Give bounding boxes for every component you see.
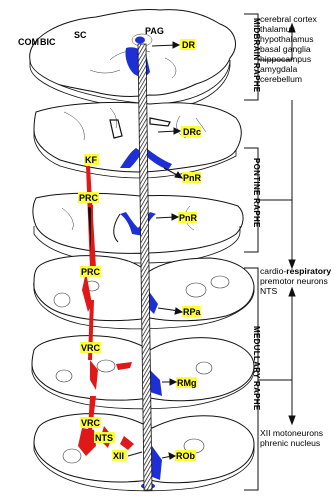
- sc-label: SC: [74, 30, 87, 40]
- target-item: cerebellum: [260, 74, 317, 84]
- target-item: phrenic nucleus: [260, 438, 323, 448]
- pnr-lower-label: PnR: [179, 213, 198, 223]
- drc-label: DRc: [183, 127, 201, 137]
- rmg-label: RMg: [177, 378, 197, 388]
- target-item: cerebral cortex: [260, 14, 317, 24]
- vrc-lower-label: VRC: [81, 418, 101, 428]
- kf-label: KF: [85, 155, 97, 165]
- projection-arrows: [258, 24, 295, 424]
- pons-rostral-section: [34, 102, 241, 178]
- prc-lower-label: PRC: [81, 267, 101, 277]
- target-item: hippocampus: [260, 54, 317, 64]
- target-item-cardiorespiratory: cardio-respiratory: [260, 266, 331, 276]
- pons-caudal-section: [33, 193, 243, 263]
- pag-label: PAG: [145, 26, 164, 36]
- rpa-label: RPa: [183, 307, 202, 317]
- upper-targets-list: cerebral cortex thalamus hypothalamus ba…: [260, 14, 317, 84]
- target-item: thalamus: [260, 24, 317, 34]
- middle-targets-list: cardio-respiratory premotor neurons NTS: [260, 266, 331, 296]
- nts-label: NTS: [95, 433, 113, 443]
- medullary-raphe-label: MEDULLARY RAPHE: [252, 326, 261, 411]
- target-item: hypothalamus: [260, 34, 317, 44]
- target-item: premotor neurons: [260, 276, 331, 286]
- target-item: amygdala: [260, 64, 317, 74]
- target-item: NTS: [260, 286, 331, 296]
- bic-label: BIC: [40, 37, 56, 47]
- midbrain-section: [30, 9, 236, 110]
- prc-upper-label: PRC: [79, 193, 99, 203]
- vrc-upper-label: VRC: [81, 343, 101, 353]
- pontine-raphe-label: PONTINE RAPHE: [252, 158, 261, 228]
- com-label: COM: [18, 37, 39, 47]
- rob-label: ROb: [176, 451, 196, 461]
- target-item: XII motoneurons: [260, 428, 323, 438]
- xii-label: XII: [113, 451, 124, 461]
- dr-label: DR: [182, 40, 195, 50]
- lower-targets-list: XII motoneurons phrenic nucleus: [260, 428, 323, 448]
- pnr-upper-label: PnR: [183, 173, 202, 183]
- target-item: basal ganglia: [260, 44, 317, 54]
